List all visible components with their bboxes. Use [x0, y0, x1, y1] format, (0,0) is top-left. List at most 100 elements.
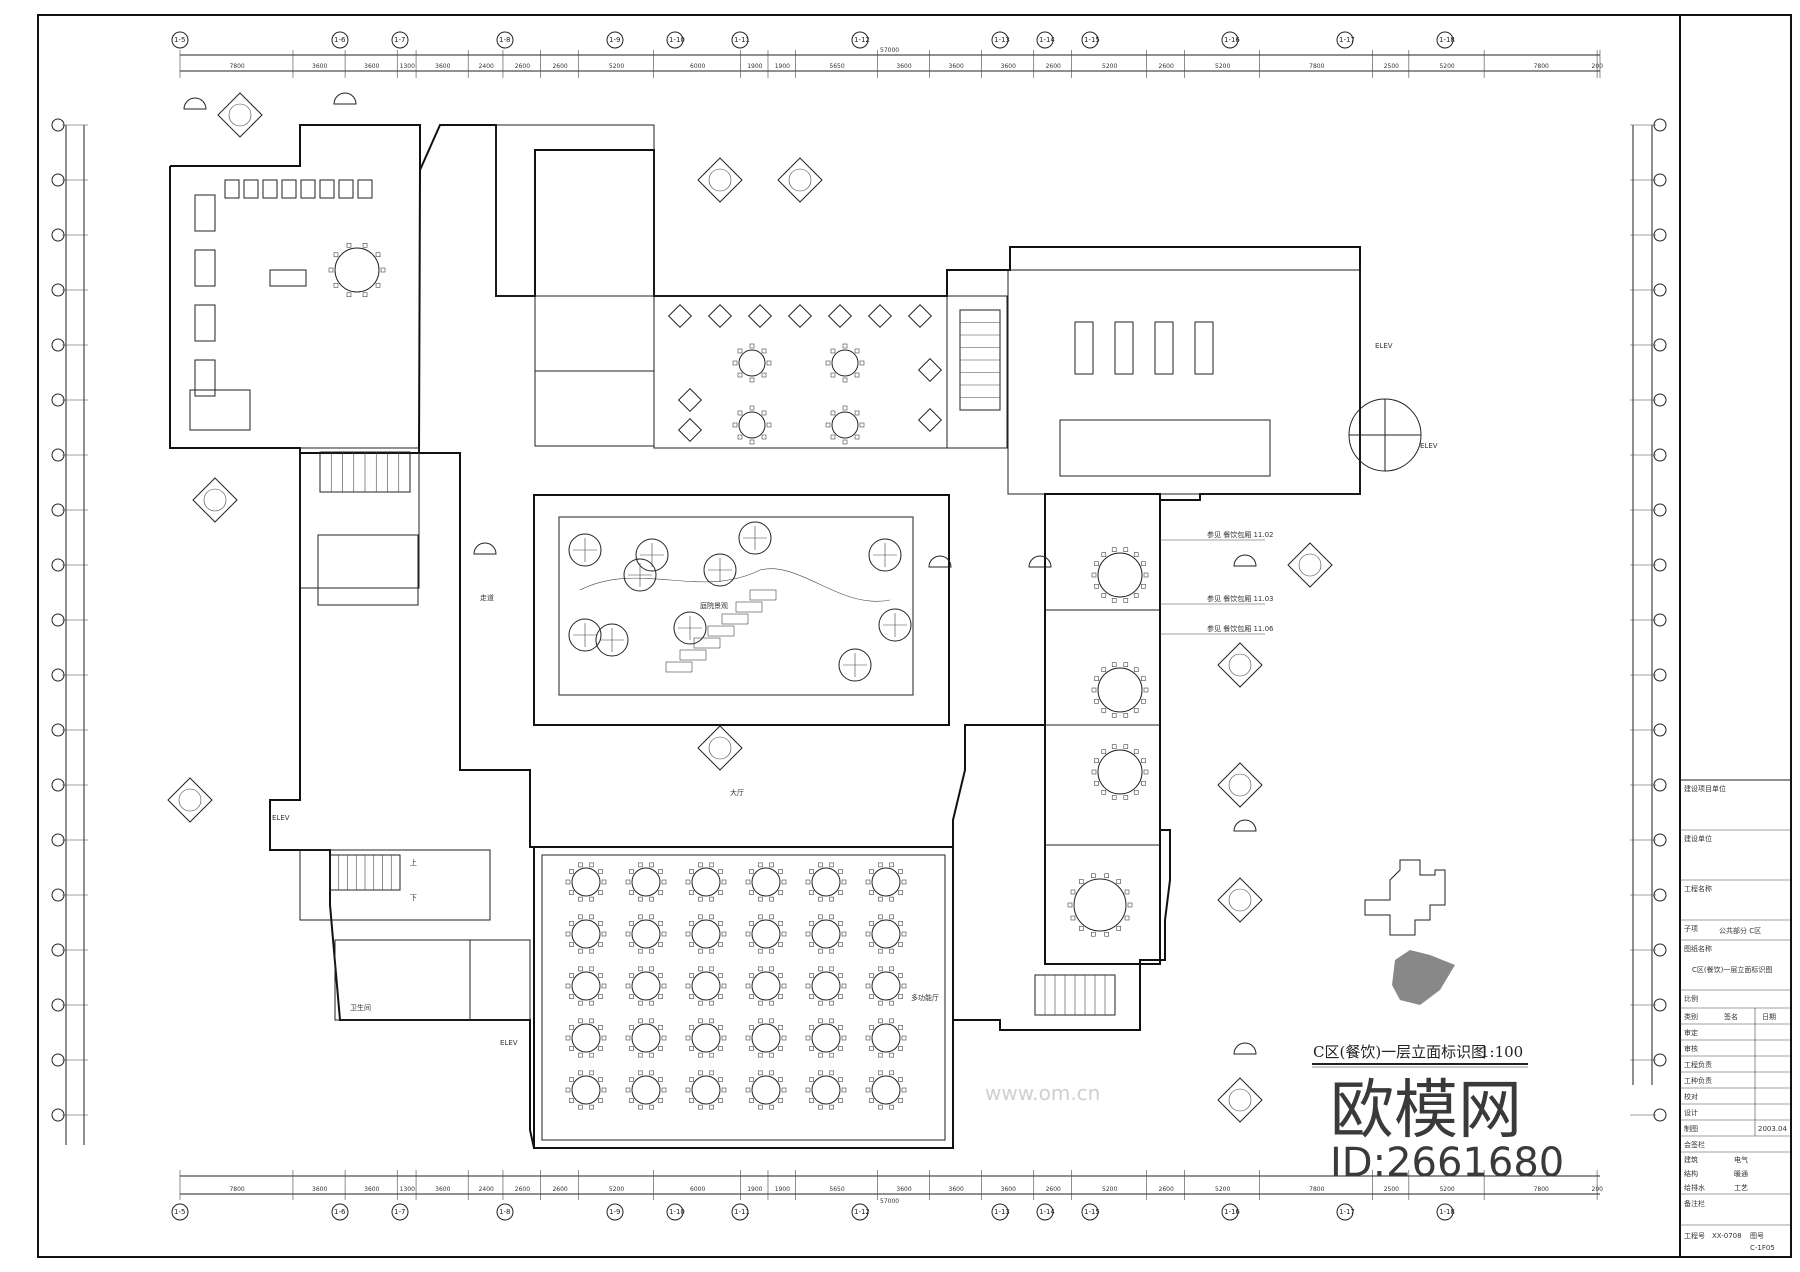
- chair: [769, 1104, 774, 1110]
- title-block-sign-label: 工种负责: [1684, 1076, 1712, 1085]
- chair: [869, 890, 874, 895]
- chair: [825, 360, 831, 366]
- chair: [569, 1025, 574, 1030]
- chair: [718, 1046, 723, 1051]
- top-dimension-lines: [180, 54, 1600, 72]
- elevation-marker-circle: [1228, 773, 1252, 797]
- chair: [1124, 915, 1130, 921]
- axis-bubble: [51, 833, 65, 847]
- chair: [638, 966, 643, 972]
- chair: [698, 948, 703, 954]
- axis-bubble: [606, 1203, 624, 1221]
- chair: [565, 983, 571, 989]
- chair: [901, 983, 907, 989]
- axis-label: 1-16: [1224, 1208, 1240, 1216]
- chair: [749, 942, 754, 947]
- meeting-table: [189, 389, 251, 431]
- axis-bubble: [851, 1203, 869, 1221]
- chair: [1101, 552, 1107, 557]
- chair: [658, 1025, 663, 1030]
- chair: [749, 890, 754, 895]
- total-dimension-bottom: 57000: [880, 1198, 899, 1205]
- chair: [569, 1046, 574, 1051]
- chair: [638, 1104, 643, 1110]
- chair: [829, 1018, 834, 1024]
- tree-branches: [640, 543, 664, 567]
- chair: [809, 1025, 814, 1030]
- svg-text:参见 餐饮包厢 11.06: 参见 餐饮包厢 11.06: [1207, 624, 1274, 633]
- axis-bubble: [51, 888, 65, 902]
- chair: [878, 862, 883, 868]
- chair: [865, 879, 871, 885]
- chair: [869, 973, 874, 978]
- axis-bubble: [51, 778, 65, 792]
- chair: [1091, 687, 1097, 693]
- chair: [737, 348, 743, 354]
- chair: [658, 942, 663, 947]
- axis-label: 1-7: [394, 36, 405, 44]
- chair: [889, 1052, 894, 1058]
- axis-label: 1-10: [669, 1208, 685, 1216]
- axis-bubble: [1653, 393, 1667, 407]
- chair: [829, 1052, 834, 1058]
- chair: [838, 942, 843, 947]
- round-table: [691, 867, 721, 897]
- chair: [818, 948, 823, 954]
- chair: [778, 869, 783, 874]
- chair: [625, 931, 631, 937]
- chair: [1091, 769, 1097, 775]
- dimension-label: 1900: [747, 63, 762, 70]
- axis-bubble: [391, 31, 409, 49]
- dimension-label: 3600: [435, 63, 450, 70]
- chair: [1123, 598, 1129, 603]
- chair: [889, 914, 894, 920]
- axis-label: 1-9: [609, 1208, 620, 1216]
- chair: [778, 994, 783, 999]
- axis-bubble: [1653, 173, 1667, 187]
- countersign-label: 暖通: [1734, 1169, 1748, 1178]
- chair: [718, 869, 723, 874]
- chair: [689, 890, 694, 895]
- dimension-label: 3600: [1001, 63, 1016, 70]
- round-table: [1097, 552, 1143, 598]
- chair: [685, 1087, 691, 1093]
- chair: [778, 1046, 783, 1051]
- round-table: [691, 919, 721, 949]
- square-table: [677, 417, 703, 443]
- chair: [841, 1087, 847, 1093]
- chair: [565, 931, 571, 937]
- title-block-label: 建设项目单位: [1684, 784, 1726, 793]
- dimension-label: 3600: [435, 1186, 450, 1193]
- elevation-marker: [1287, 542, 1333, 588]
- axis-bubble: [391, 1203, 409, 1221]
- chair: [1101, 667, 1107, 672]
- dimension-label: 3600: [312, 63, 327, 70]
- tree: [838, 648, 872, 682]
- booth-seat: [243, 179, 259, 199]
- tree: [673, 611, 707, 645]
- dimension-label: 2600: [552, 1186, 567, 1193]
- chair: [737, 372, 743, 378]
- chair: [569, 921, 574, 926]
- chair: [638, 896, 643, 902]
- chair: [649, 1104, 654, 1110]
- axis-bubble: [1081, 1203, 1099, 1221]
- round-table: [571, 1023, 601, 1053]
- chair: [809, 890, 814, 895]
- chair: [1070, 889, 1076, 895]
- round-table: [811, 1023, 841, 1053]
- chair: [901, 879, 907, 885]
- axis-label: 1-18: [1439, 1208, 1455, 1216]
- elevation-marker-circle: [708, 736, 732, 760]
- section-marker: [1233, 819, 1257, 832]
- chair: [1101, 749, 1107, 754]
- chair: [1123, 744, 1129, 749]
- title-block-sign-label: 审定: [1684, 1028, 1698, 1037]
- title-block-header: 签名: [1724, 1012, 1738, 1021]
- chair: [649, 1070, 654, 1076]
- chair: [809, 869, 814, 874]
- drawing-scale: 1:100: [1480, 1043, 1523, 1061]
- round-table: [751, 1075, 781, 1105]
- chair: [601, 1035, 607, 1041]
- round-table: [631, 919, 661, 949]
